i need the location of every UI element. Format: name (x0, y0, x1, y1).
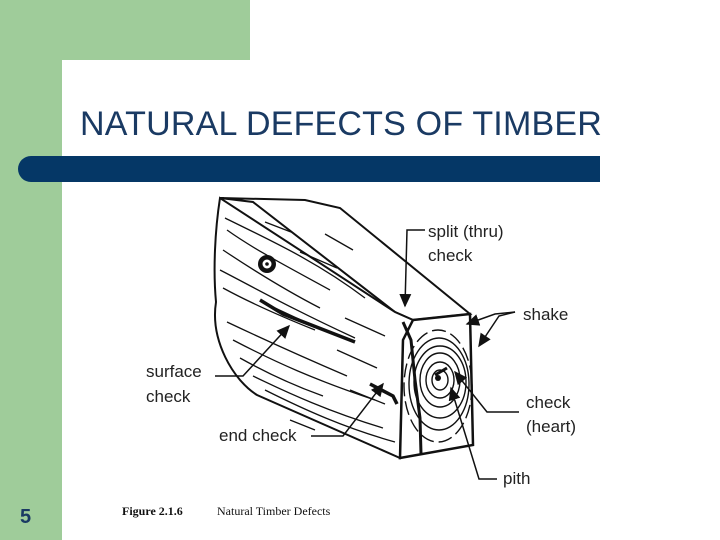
label-end-check: end check (219, 426, 297, 445)
label-pith: pith (503, 469, 530, 488)
arrow-shake-2 (478, 311, 516, 348)
split-check-crack (401, 321, 423, 455)
surface-check (259, 298, 356, 344)
label-split-check-2: check (428, 246, 473, 265)
pith (435, 375, 441, 381)
slide-number: 5 (20, 506, 32, 528)
label-shake: shake (523, 305, 568, 324)
label-split-check-1: split (thru) (428, 222, 504, 241)
timber-defects-diagram: split (thru) check shake surface check c… (122, 196, 576, 518)
green-side-strip (0, 0, 62, 540)
label-surface-check-1: surface (146, 362, 202, 381)
slide-title: NATURAL DEFECTS OF TIMBER (80, 105, 602, 143)
arrow-split-check (399, 229, 425, 308)
rounded-corner (62, 60, 102, 100)
wood-grain (219, 217, 396, 443)
label-check-heart-2: (heart) (526, 417, 576, 436)
figure-number: Figure 2.1.6 (122, 504, 183, 518)
label-surface-check-2: check (146, 387, 191, 406)
heart-check (434, 366, 448, 377)
title-underline-bar (18, 156, 600, 182)
figure-caption: Natural Timber Defects (217, 504, 331, 518)
arrow-end-check (311, 382, 384, 437)
arrow-pith (448, 386, 497, 480)
arrow-heart-check (454, 370, 519, 413)
label-check-heart-1: check (526, 393, 571, 412)
log-end-face (398, 312, 475, 460)
knot (258, 255, 276, 273)
arrow-surface-check (215, 324, 291, 377)
arrow-shake-1 (465, 311, 516, 326)
